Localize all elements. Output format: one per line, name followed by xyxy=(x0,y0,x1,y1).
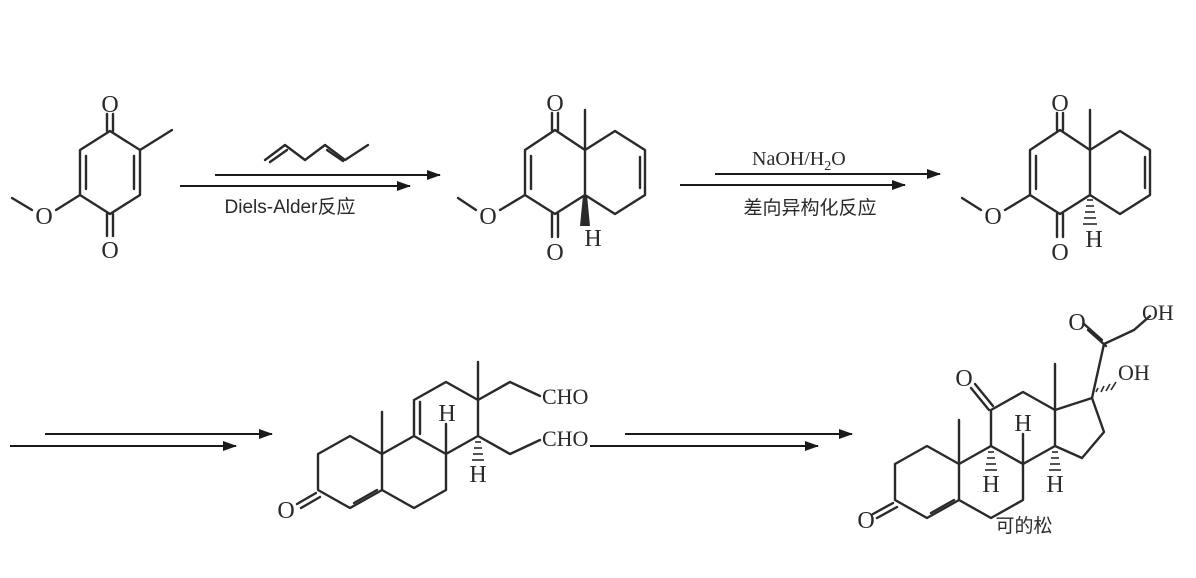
reaction-arrow-epimerization: NaOH/H2O 差向异构化反应 xyxy=(680,148,941,219)
atom-H-ringfusion: H xyxy=(584,226,601,252)
condition-diels-alder: Diels-Alder反应 xyxy=(225,196,356,218)
atom-O-top: O xyxy=(546,91,563,117)
atom-H-lower: H xyxy=(469,462,486,488)
atom-O-C20: O xyxy=(1068,310,1085,336)
butadiene-structure xyxy=(263,143,370,162)
atom-O-methoxy: O xyxy=(35,204,52,230)
reaction-arrow-diels-alder: Diels-Alder反应 xyxy=(180,143,441,218)
atom-O-bottom: O xyxy=(101,238,118,264)
atom-O-bottom: O xyxy=(1051,240,1068,266)
compound-tricyclic-dialdehyde: O H H CHO CHO xyxy=(277,360,588,524)
atom-O-top: O xyxy=(1051,91,1068,117)
atom-O-methoxy: O xyxy=(479,204,496,230)
compound-cortisone: O O O H H H OH OH 可的松 xyxy=(857,300,1174,537)
reaction-arrow-multistep-2 xyxy=(590,429,853,451)
condition-epimerization: 差向异构化反应 xyxy=(743,197,876,219)
group-CHO-upper: CHO xyxy=(542,384,588,409)
compound-methoxy-methyl-benzoquinone: O O O xyxy=(10,92,174,264)
atom-H-upper: H xyxy=(438,401,455,427)
reaction-arrow-multistep-1 xyxy=(10,429,273,451)
compound-trans-bicyclic-dione: O O O H xyxy=(960,91,1152,266)
group-OH-C21: OH xyxy=(1142,300,1174,325)
atom-H-C9: H xyxy=(982,472,999,498)
atom-O-C11: O xyxy=(955,366,972,392)
atom-O-methoxy: O xyxy=(984,204,1001,230)
compound-cis-bicyclic-dione: O O O H xyxy=(456,91,647,266)
atom-O-ketone: O xyxy=(277,498,294,524)
reagent-naoh-h2o: NaOH/H2O xyxy=(752,148,846,174)
atom-O-bottom: O xyxy=(546,240,563,266)
atom-O-C3: O xyxy=(857,508,874,534)
group-CHO-lower: CHO xyxy=(542,426,588,451)
product-name-label: 可的松 xyxy=(995,515,1052,537)
atom-H-C8: H xyxy=(1014,411,1031,437)
group-OH-C17: OH xyxy=(1118,360,1150,385)
atom-H-ringfusion: H xyxy=(1085,227,1102,253)
atom-O-top: O xyxy=(101,92,118,118)
atom-H-C14: H xyxy=(1046,472,1063,498)
